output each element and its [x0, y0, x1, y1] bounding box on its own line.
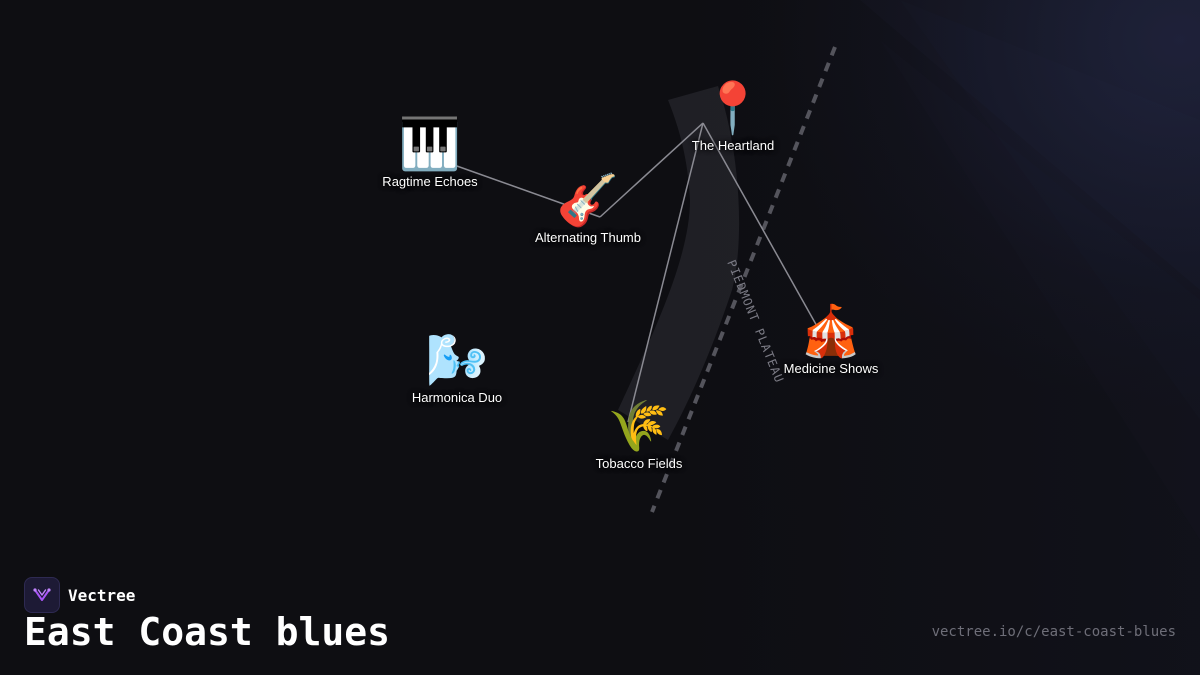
edge-heartland-tobacco [627, 122, 704, 423]
vectree-logo-icon [24, 577, 60, 613]
node-medicine[interactable]: 🎪Medicine Shows [784, 303, 879, 376]
page-url[interactable]: vectree.io/c/east-coast-blues [931, 624, 1176, 640]
piano-icon: 🎹 [398, 115, 462, 173]
node-ragtime[interactable]: 🎹Ragtime Echoes [382, 116, 477, 189]
edge-heartland-thumb [599, 122, 704, 218]
node-label: Tobacco Fields [595, 456, 683, 471]
node-tobacco[interactable]: 🌾Tobacco Fields [596, 398, 683, 471]
node-label: The Heartland [691, 138, 775, 153]
region-shape [618, 86, 740, 440]
wheat-icon: 🌾 [607, 397, 671, 455]
node-label: Alternating Thumb [535, 230, 641, 245]
circus-tent-icon: 🎪 [799, 302, 863, 360]
edge-group [439, 122, 819, 423]
background-rays [860, 0, 1200, 290]
brand[interactable]: Vectree [24, 577, 135, 613]
node-label: Medicine Shows [783, 361, 879, 376]
node-heartland[interactable]: 📍The Heartland [692, 80, 774, 153]
edge-heartland-medicine [702, 122, 819, 329]
brand-name: Vectree [68, 585, 136, 605]
guitar-icon: 🎸 [556, 171, 620, 229]
node-harmonica[interactable]: 🌬️Harmonica Duo [412, 332, 502, 405]
region-label: PIEDMONT PLATEAU [724, 258, 786, 385]
page-title: East Coast blues [24, 610, 391, 654]
node-label: Ragtime Echoes [382, 174, 478, 189]
pin-icon: 📍 [701, 79, 765, 137]
node-label: Harmonica Duo [411, 390, 503, 405]
region-boundary [650, 46, 837, 513]
wind-icon: 🌬️ [425, 331, 489, 389]
edge-thumb-ragtime [439, 159, 601, 218]
node-thumb[interactable]: 🎸Alternating Thumb [535, 172, 641, 245]
